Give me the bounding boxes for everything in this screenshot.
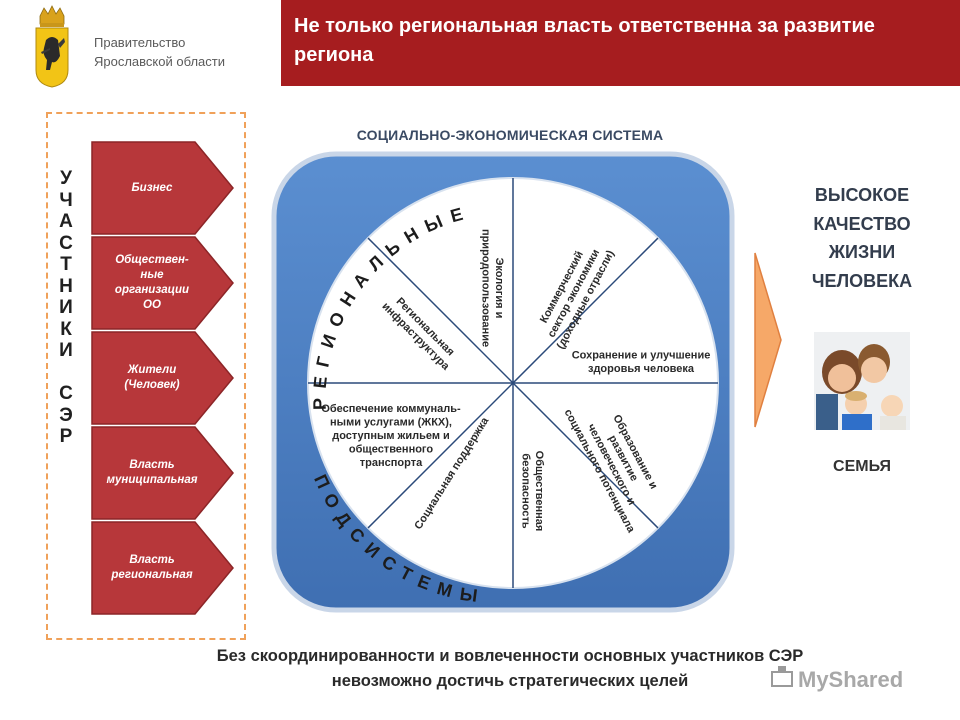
sector-label-line: Обеспечение коммуналь- xyxy=(321,403,461,415)
participant-label: Власть региональная xyxy=(111,554,193,581)
sector-label-line: природопользование xyxy=(479,229,491,347)
sector-label-line: безопасность xyxy=(519,453,531,528)
wheel-spoke xyxy=(512,237,659,384)
wheel-spoke xyxy=(367,382,514,529)
sector-label-line: Экология и xyxy=(493,258,505,319)
sector-label: Сохранение и улучшение здоровья человека xyxy=(572,349,711,375)
coat-of-arms-icon xyxy=(35,5,69,88)
participant-regional-authority: Власть региональная xyxy=(91,521,235,615)
participant-residents: Жители (Человек) xyxy=(91,331,235,425)
vertical-title-gap xyxy=(52,362,80,384)
participant-municipal-authority: Власть муниципальная xyxy=(91,426,235,520)
participant-label: Власть муниципальная xyxy=(106,459,198,486)
vertical-title-letter: У xyxy=(60,168,72,189)
title-bar xyxy=(281,0,960,86)
vertical-title-letter: К xyxy=(60,318,72,340)
arrow-box-shape xyxy=(91,236,234,330)
arrow-box-shape xyxy=(91,141,234,235)
vertical-title-letter: С xyxy=(59,383,73,404)
sector-label: Общественнаябезопасность xyxy=(519,451,545,532)
sector-label-line: ными услугами (ЖКХ), xyxy=(330,417,452,429)
arrow-box-shape xyxy=(91,426,234,520)
vertical-title-letter: Э xyxy=(59,404,73,426)
vertical-title-letter: Т xyxy=(60,254,72,275)
vertical-title-letter: Ч xyxy=(59,189,73,211)
high-quality-of-life-label: ВЫСОКОЕ КАЧЕСТВО ЖИЗНИ ЧЕЛОВЕКА xyxy=(811,185,913,291)
wheel-spoke xyxy=(367,237,514,384)
participant-label: Обществен- ные организации ОО xyxy=(114,254,190,311)
vertical-title-letter: А xyxy=(59,211,73,232)
page-title: Не только региональная власть ответствен… xyxy=(294,15,875,66)
vertical-title-letter: И xyxy=(59,297,73,318)
sector-label-line: Сохранение и улучшение xyxy=(572,349,711,361)
family-photo xyxy=(814,332,910,430)
vertical-title-letter: Н xyxy=(59,275,73,297)
watermark-text: MyShared xyxy=(798,667,903,692)
vertical-title-letter: И xyxy=(59,340,73,361)
footer-conclusion: Без скоординированности и вовлеченности … xyxy=(216,647,804,690)
vertical-title-letter: Р xyxy=(59,426,73,447)
watermark-logo: MyShared xyxy=(771,666,903,692)
participant-label: Жители (Человек) xyxy=(124,364,180,391)
participant-label: Бизнес xyxy=(131,181,173,194)
sector-label-line: здоровья человека xyxy=(588,363,695,375)
sector-label-line: транспорта xyxy=(360,457,423,469)
wheel-spoke xyxy=(512,382,659,529)
sector-label-line: доступным жильем и xyxy=(332,430,450,442)
arrow-box-shape xyxy=(91,331,234,425)
arrow-box-shape xyxy=(91,521,234,615)
system-label: СОЦИАЛЬНО-ЭКОНОМИЧЕСКАЯ СИСТЕМА xyxy=(356,127,664,143)
sector-label-line: общественного xyxy=(349,444,433,456)
family-label: СЕМЬЯ xyxy=(833,458,891,475)
organization-name: Правительство Ярославской области xyxy=(94,35,225,69)
watermark-icon xyxy=(771,671,793,687)
sector-label-line: Общественная xyxy=(533,451,545,532)
vertical-title-letter: С xyxy=(59,232,73,254)
participants-frame xyxy=(46,112,246,640)
sector-label: Экология иприродопользование xyxy=(479,229,505,347)
big-arrow-right-icon xyxy=(754,252,782,428)
participant-public-organizations: Обществен- ные организации ОО xyxy=(91,236,235,330)
participant-business: Бизнес xyxy=(91,141,235,235)
sector-label: Обеспечение коммуналь-ными услугами (ЖКХ… xyxy=(321,403,461,469)
